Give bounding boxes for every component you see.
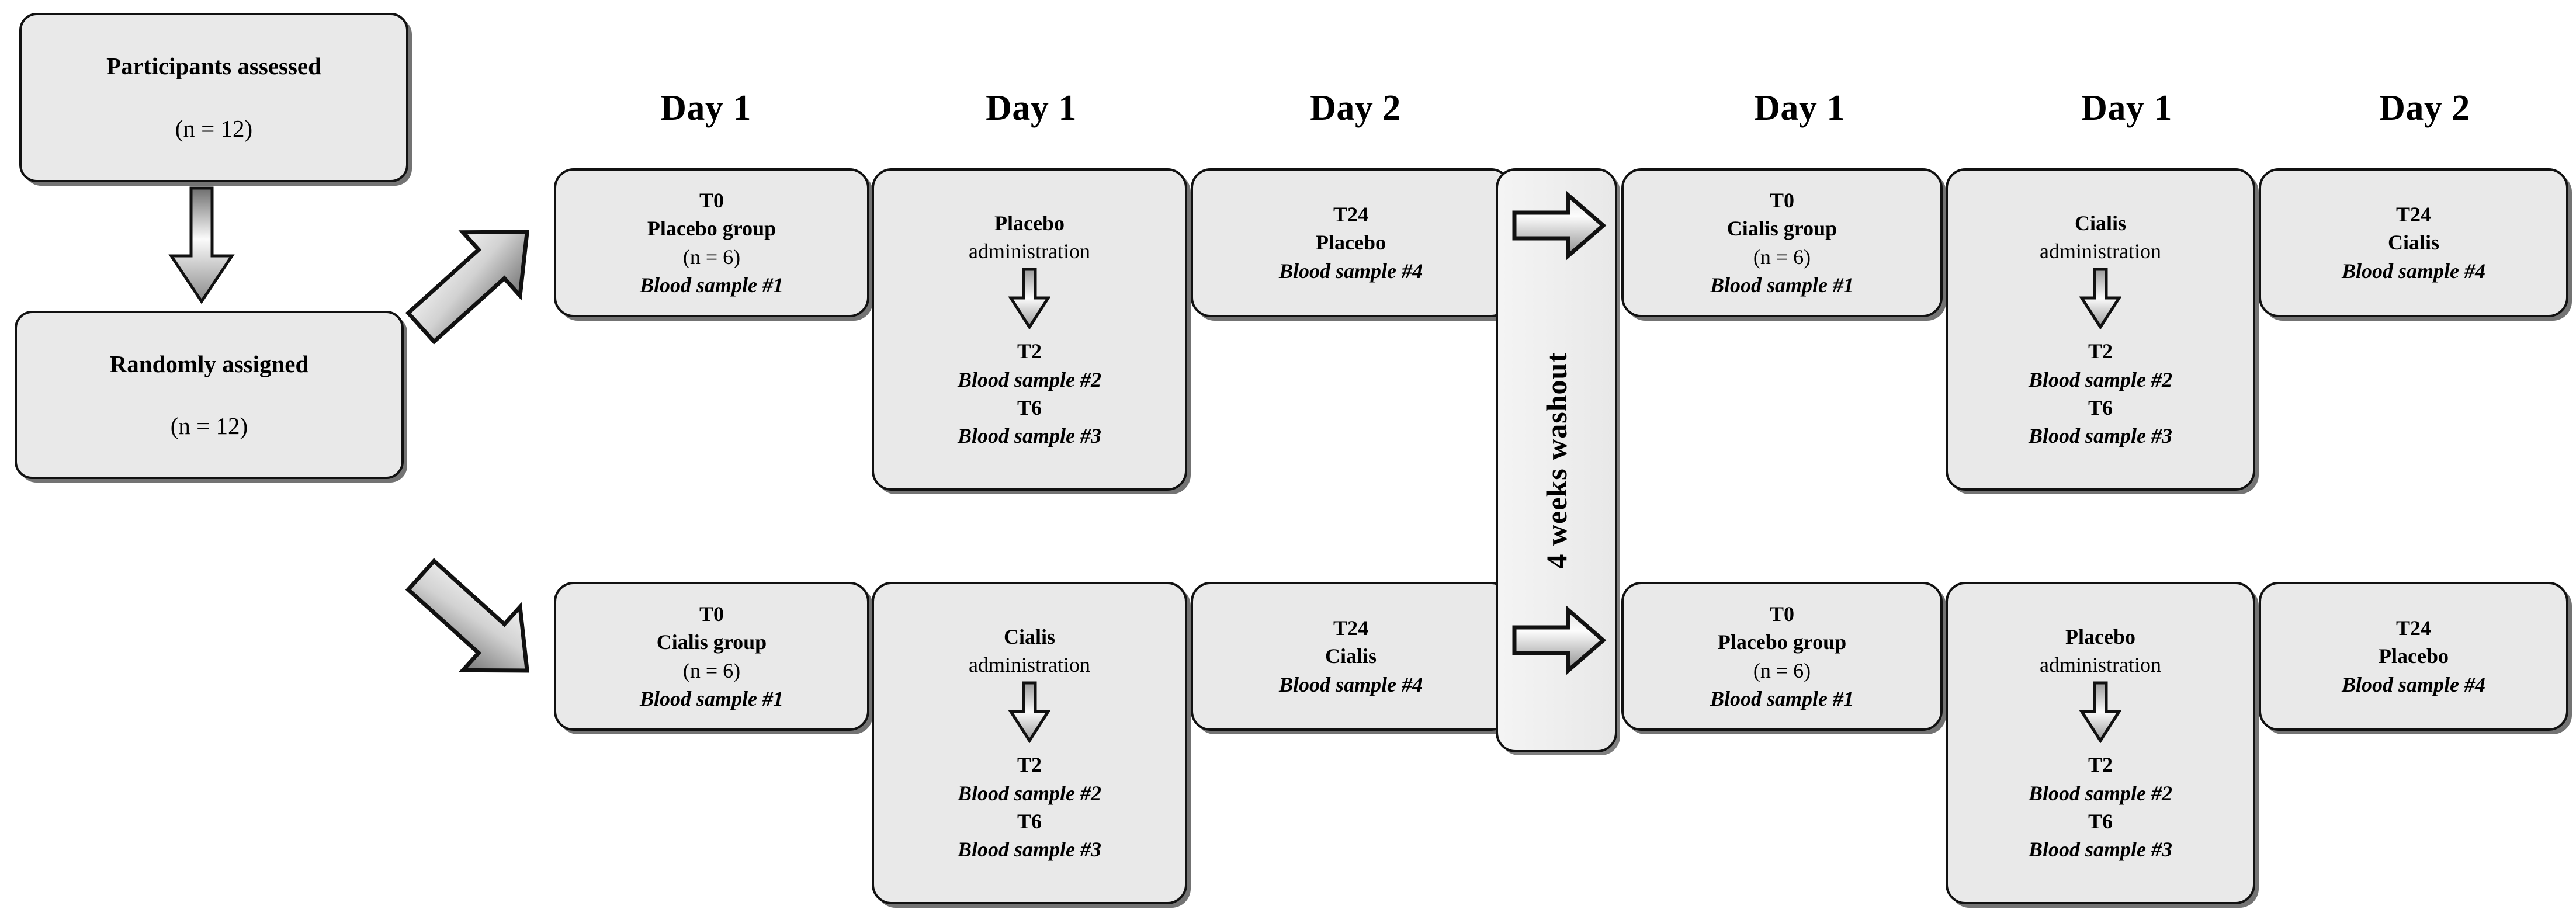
seq2-p1-dosing-box: Cialis administration T2 Blood sample #2… [872, 582, 1187, 904]
timepoint-label: T0 [1769, 189, 1794, 213]
down-arrow-icon [2079, 268, 2122, 336]
seq1-p2-followup-box: T24 Cialis Blood sample #4 [2259, 168, 2568, 317]
timepoint-6h-label: T6 [1017, 395, 1042, 419]
group-label: Cialis group [1726, 217, 1837, 241]
group-count: (n = 6) [1753, 245, 1811, 269]
timepoint-24h-label: T24 [2395, 616, 2431, 640]
drug-label: Cialis [1003, 625, 1055, 649]
randomly-assigned-title: Randomly assigned [109, 350, 309, 377]
blood-sample-label: Blood sample #1 [1710, 686, 1854, 710]
randomly-assigned-box: Randomly assigned (n = 12) [15, 311, 404, 479]
seq1-p2-baseline-box: T0 Cialis group (n = 6) Blood sample #1 [1621, 168, 1943, 317]
blood-sample-2-label: Blood sample #2 [2028, 367, 2172, 391]
administration-label: administration [2040, 240, 2161, 263]
timepoint-2h-label: T2 [1017, 753, 1042, 777]
down-arrow-icon [167, 186, 237, 304]
drug-label: Placebo [2379, 644, 2449, 668]
drug-label: Cialis [1325, 644, 1377, 668]
washout-label: 4 weeks washout [1540, 352, 1573, 569]
seq2-p1-followup-box: T24 Cialis Blood sample #4 [1191, 582, 1511, 731]
day-header-p1-col1: Day 1 [660, 88, 751, 128]
seq2-p1-baseline-box: T0 Cialis group (n = 6) Blood sample #1 [554, 582, 869, 731]
administration-label: administration [969, 653, 1090, 677]
timepoint-2h-label: T2 [2088, 753, 2113, 777]
timepoint-label: T0 [699, 602, 724, 626]
day-header-p1-col3: Day 2 [1310, 88, 1401, 128]
blood-sample-2-label: Blood sample #2 [957, 781, 1101, 805]
group-count: (n = 6) [1753, 658, 1811, 682]
timepoint-6h-label: T6 [2088, 809, 2113, 833]
timepoint-label: T0 [1769, 602, 1794, 626]
drug-label: Placebo [994, 211, 1065, 235]
administration-label: administration [969, 240, 1090, 263]
blood-sample-4-label: Blood sample #4 [2341, 672, 2485, 696]
blood-sample-2-label: Blood sample #2 [2028, 781, 2172, 805]
day-header-p2-col1: Day 1 [1754, 88, 1845, 128]
seq2-p2-dosing-box: Placebo administration T2 Blood sample #… [1946, 582, 2255, 904]
participants-assessed-box: Participants assessed (n = 12) [19, 13, 408, 182]
timepoint-24h-label: T24 [1333, 616, 1368, 640]
group-count: (n = 6) [682, 658, 741, 682]
participants-assessed-count: (n = 12) [175, 115, 253, 143]
timepoint-label: T0 [699, 189, 724, 213]
participants-assessed-title: Participants assessed [106, 53, 321, 80]
seq1-p1-baseline-box: T0 Placebo group (n = 6) Blood sample #1 [554, 168, 869, 317]
drug-label: Cialis [2387, 231, 2439, 255]
seq2-p2-baseline-box: T0 Placebo group (n = 6) Blood sample #1 [1621, 582, 1943, 731]
blood-sample-3-label: Blood sample #3 [2028, 424, 2172, 447]
timepoint-24h-label: T24 [2395, 203, 2431, 227]
timepoint-2h-label: T2 [2088, 339, 2113, 363]
day-header-p1-col2: Day 1 [986, 88, 1077, 128]
seq1-p1-followup-box: T24 Placebo Blood sample #4 [1191, 168, 1511, 317]
down-arrow-icon [1008, 268, 1051, 336]
randomly-assigned-count: (n = 12) [170, 412, 248, 439]
drug-label: Placebo [1316, 231, 1386, 255]
seq1-p2-dosing-box: Cialis administration T2 Blood sample #2… [1946, 168, 2255, 491]
diagonal-up-right-arrow-icon [386, 207, 561, 353]
seq2-p2-followup-box: T24 Placebo Blood sample #4 [2259, 582, 2568, 731]
drug-label: Cialis [2074, 211, 2126, 235]
timepoint-24h-label: T24 [1333, 203, 1368, 227]
down-arrow-icon [2079, 681, 2122, 749]
down-arrow-icon [1008, 681, 1051, 749]
group-label: Placebo group [1717, 630, 1847, 654]
timepoint-6h-label: T6 [1017, 809, 1042, 833]
blood-sample-label: Blood sample #1 [639, 686, 783, 710]
seq1-p1-dosing-box: Placebo administration T2 Blood sample #… [872, 168, 1187, 491]
day-header-p2-col2: Day 1 [2081, 88, 2172, 128]
timepoint-2h-label: T2 [1017, 339, 1042, 363]
diagonal-down-right-arrow-icon [386, 549, 561, 695]
blood-sample-3-label: Blood sample #3 [957, 424, 1101, 447]
blood-sample-4-label: Blood sample #4 [1278, 672, 1423, 696]
blood-sample-3-label: Blood sample #3 [2028, 837, 2172, 861]
blood-sample-4-label: Blood sample #4 [2341, 259, 2485, 283]
blood-sample-3-label: Blood sample #3 [957, 837, 1101, 861]
right-arrow-icon [1512, 190, 1607, 261]
group-label: Cialis group [656, 630, 767, 654]
blood-sample-4-label: Blood sample #4 [1278, 259, 1423, 283]
group-count: (n = 6) [682, 245, 741, 269]
administration-label: administration [2040, 653, 2161, 677]
group-label: Placebo group [647, 217, 776, 241]
right-arrow-icon [1512, 605, 1607, 675]
blood-sample-label: Blood sample #1 [1710, 273, 1854, 297]
blood-sample-label: Blood sample #1 [639, 273, 783, 297]
day-header-p2-col3: Day 2 [2379, 88, 2470, 128]
drug-label: Placebo [2065, 625, 2135, 649]
timepoint-6h-label: T6 [2088, 395, 2113, 419]
blood-sample-2-label: Blood sample #2 [957, 367, 1101, 391]
